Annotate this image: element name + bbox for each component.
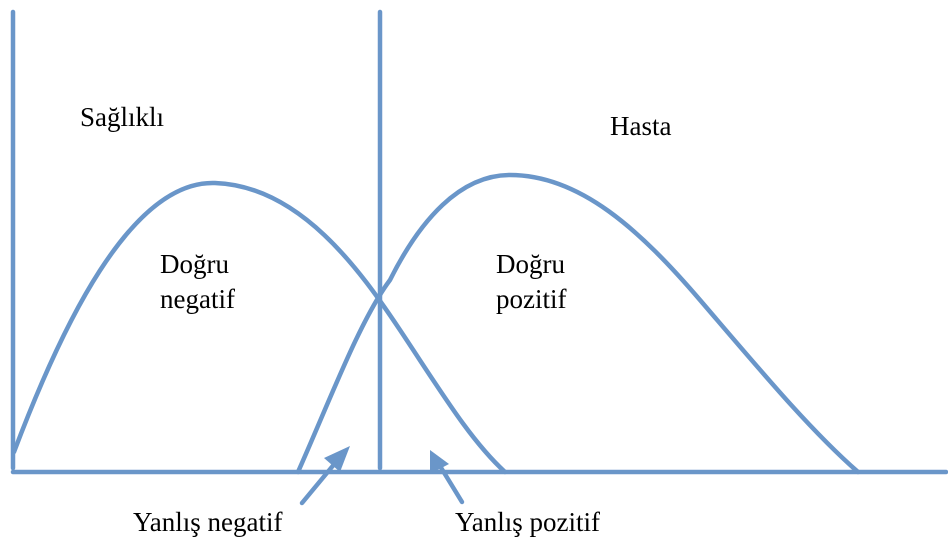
healthy-distribution-curve: [11, 180, 508, 475]
false-positive-arrow-shaft: [437, 463, 465, 505]
true-negative-label-line2: negatif: [160, 284, 235, 314]
true-positive-label-line1: Doğru: [496, 249, 565, 279]
sick-distribution-curve: [295, 172, 861, 475]
sick-label: Hasta: [610, 111, 671, 141]
false-positive-arrow-head: [430, 450, 449, 474]
false-negative-label: Yanlış negatif: [133, 507, 283, 537]
false-positive-label: Yanlış pozitif: [455, 507, 600, 537]
true-positive-label-line2: pozitif: [496, 284, 566, 314]
true-negative-label-line1: Doğru: [160, 249, 229, 279]
healthy-label: Sağlıklı: [80, 102, 164, 132]
false-negative-arrow-shaft: [299, 459, 339, 506]
false-negative-arrow-head: [324, 446, 350, 472]
